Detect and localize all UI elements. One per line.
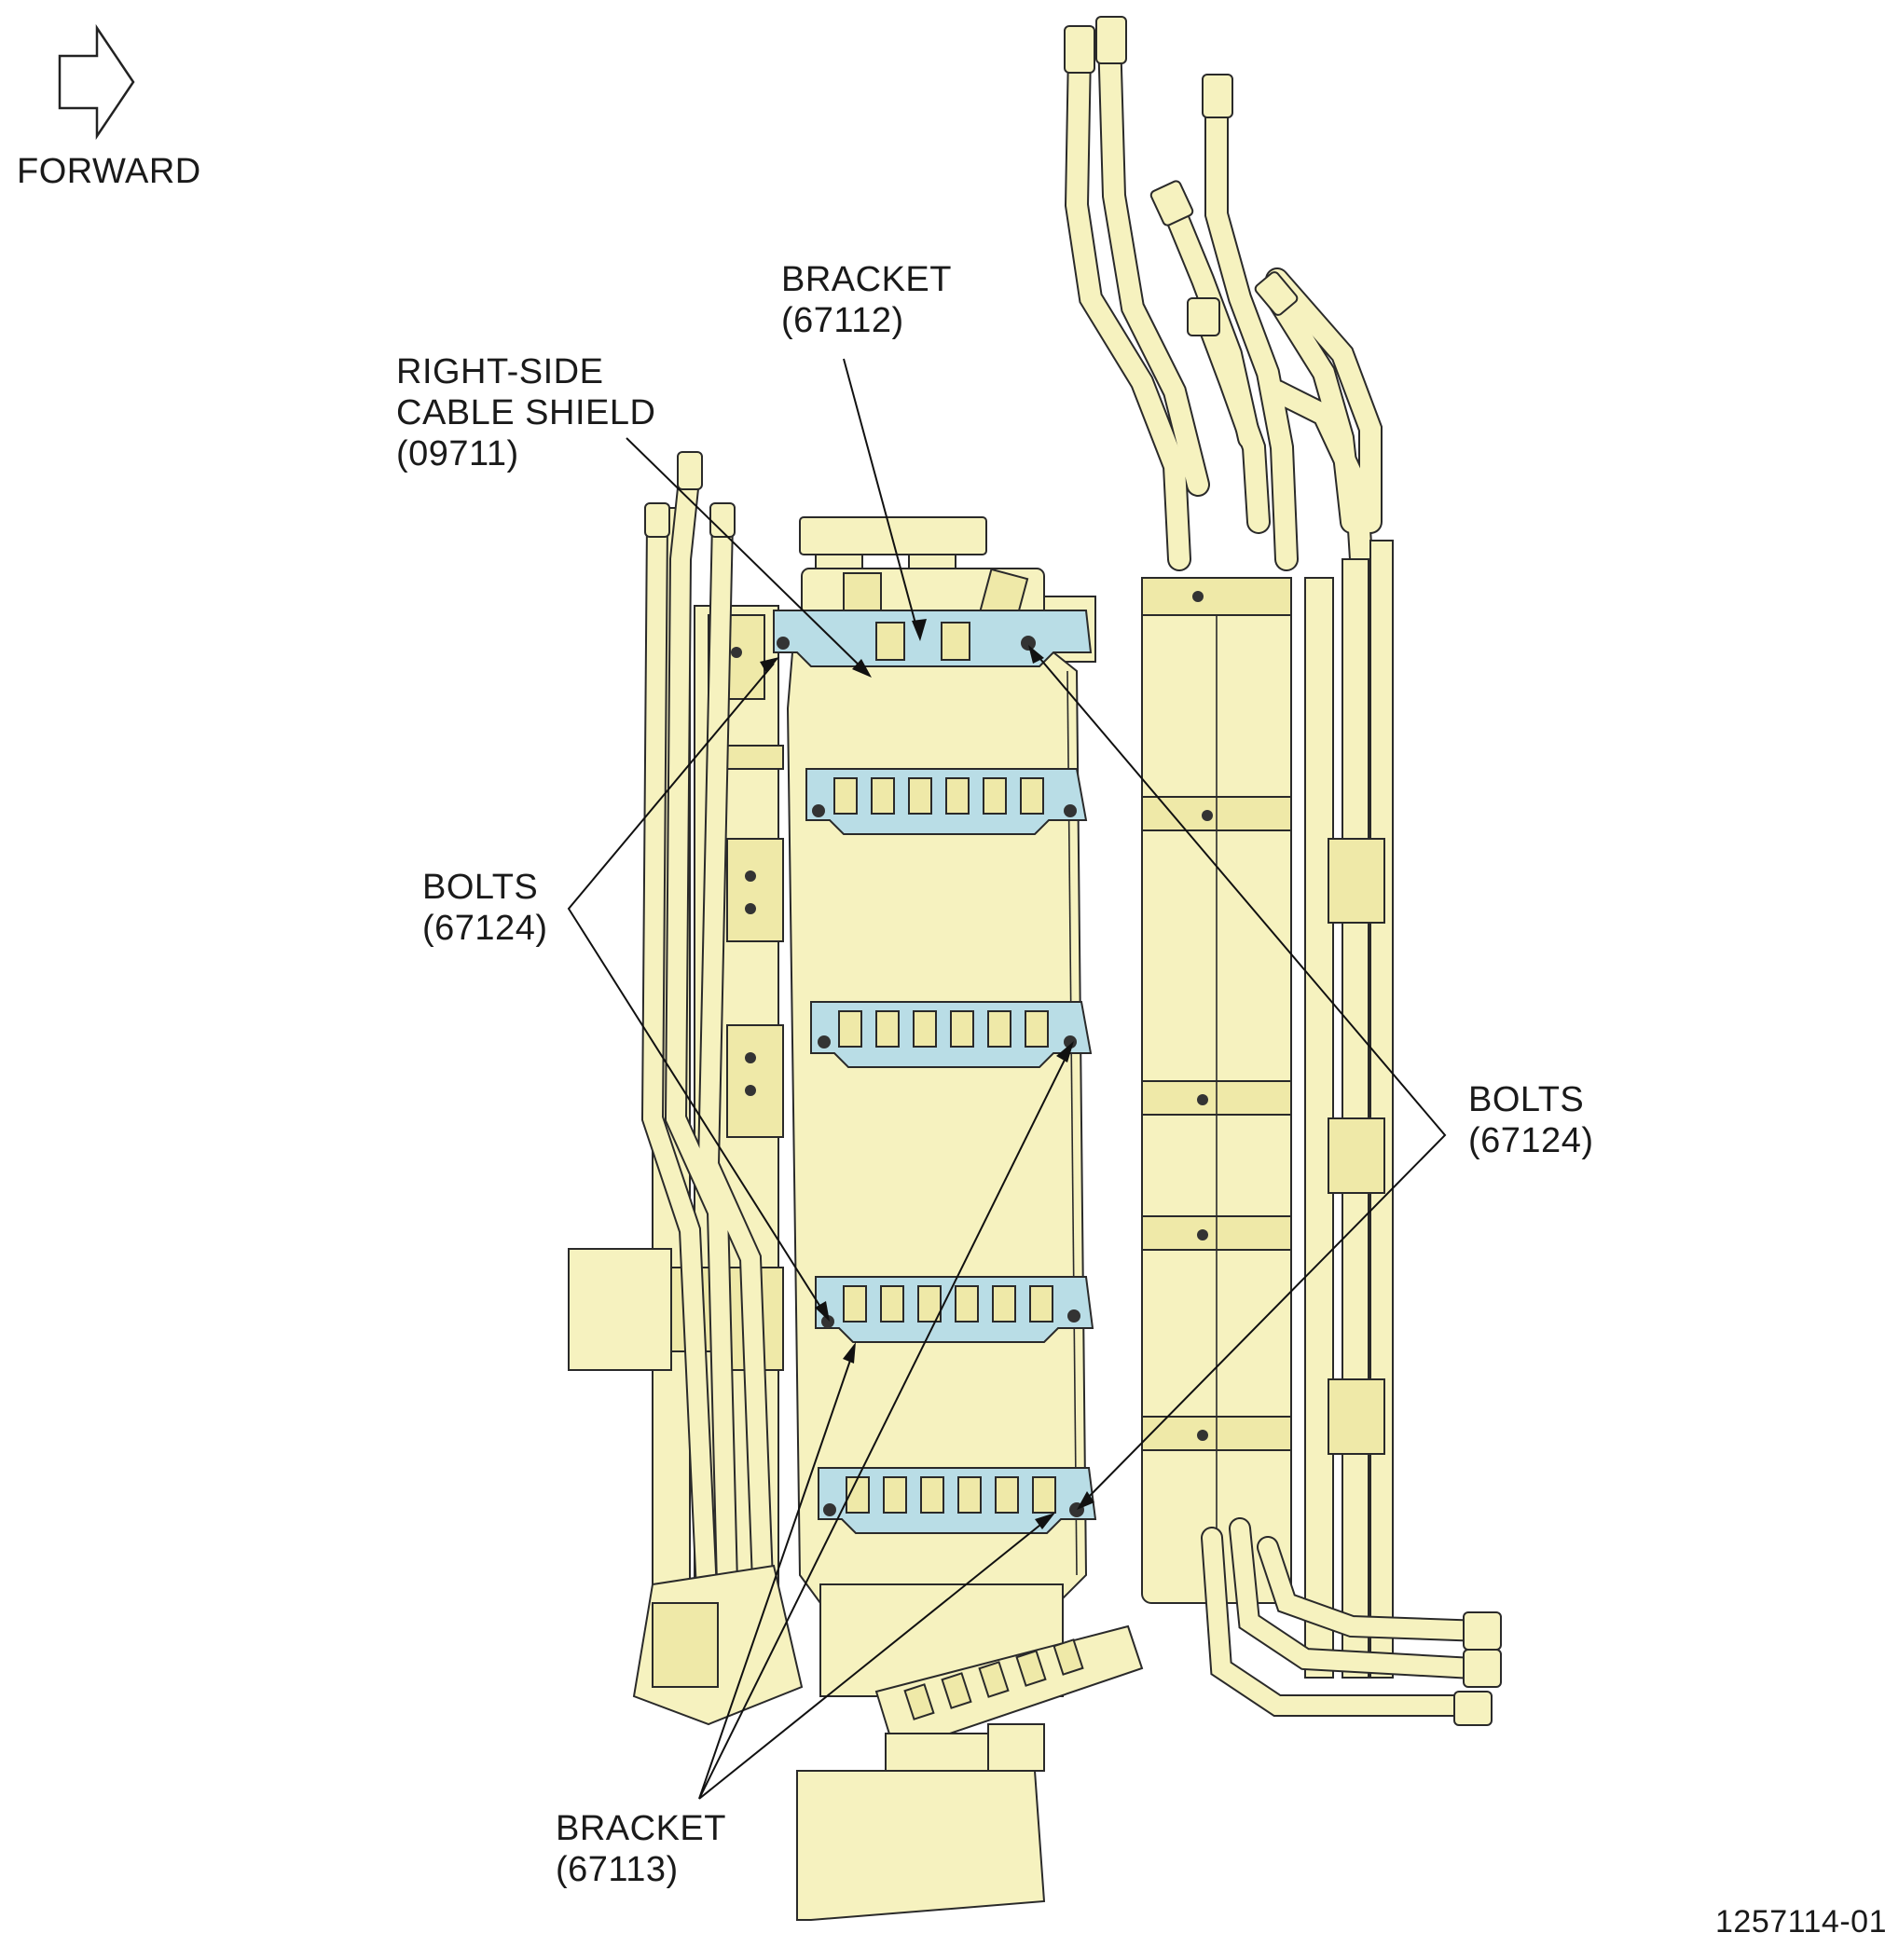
callout-bolts-right-line1: BOLTS xyxy=(1468,1080,1585,1119)
callout-bolts-left-line2: (67124) xyxy=(422,909,548,948)
bottom-right-fittings xyxy=(1201,1517,1502,1726)
bracket-row-4 xyxy=(818,1467,1097,1534)
right-pipe-bundle xyxy=(1064,16,1383,571)
callout-bolts-right-line2: (67124) xyxy=(1468,1121,1594,1160)
callout-bracket-bottom-line2: (67113) xyxy=(556,1850,679,1889)
callout-cable-shield-line1: RIGHT-SIDE xyxy=(396,352,604,391)
bottom-assembly xyxy=(632,1564,1144,1921)
callout-bracket-top-line1: BRACKET xyxy=(781,260,952,299)
right-cylinder xyxy=(1141,577,1292,1604)
callout-bracket-bottom-line1: BRACKET xyxy=(556,1809,726,1848)
callout-cable-shield-line3: (09711) xyxy=(396,434,519,473)
callout-bracket-top-line2: (67112) xyxy=(781,301,904,340)
bracket-row-1 xyxy=(805,768,1088,835)
leader-lines xyxy=(567,358,1447,1800)
right-long-pipes xyxy=(1304,540,1394,1679)
forward-arrow-icon xyxy=(58,23,135,141)
figure-id: 1257114-01 xyxy=(1715,1904,1885,1939)
bracket-row-2 xyxy=(810,1001,1093,1068)
callout-cable-shield-line2: CABLE SHIELD xyxy=(396,393,656,432)
forward-label: FORWARD xyxy=(17,152,201,191)
bracket-67112 xyxy=(773,610,1093,667)
callout-bolts-left-line1: BOLTS xyxy=(422,868,539,907)
left-pipes xyxy=(640,451,776,1642)
bracket-row-3 xyxy=(815,1276,1094,1343)
